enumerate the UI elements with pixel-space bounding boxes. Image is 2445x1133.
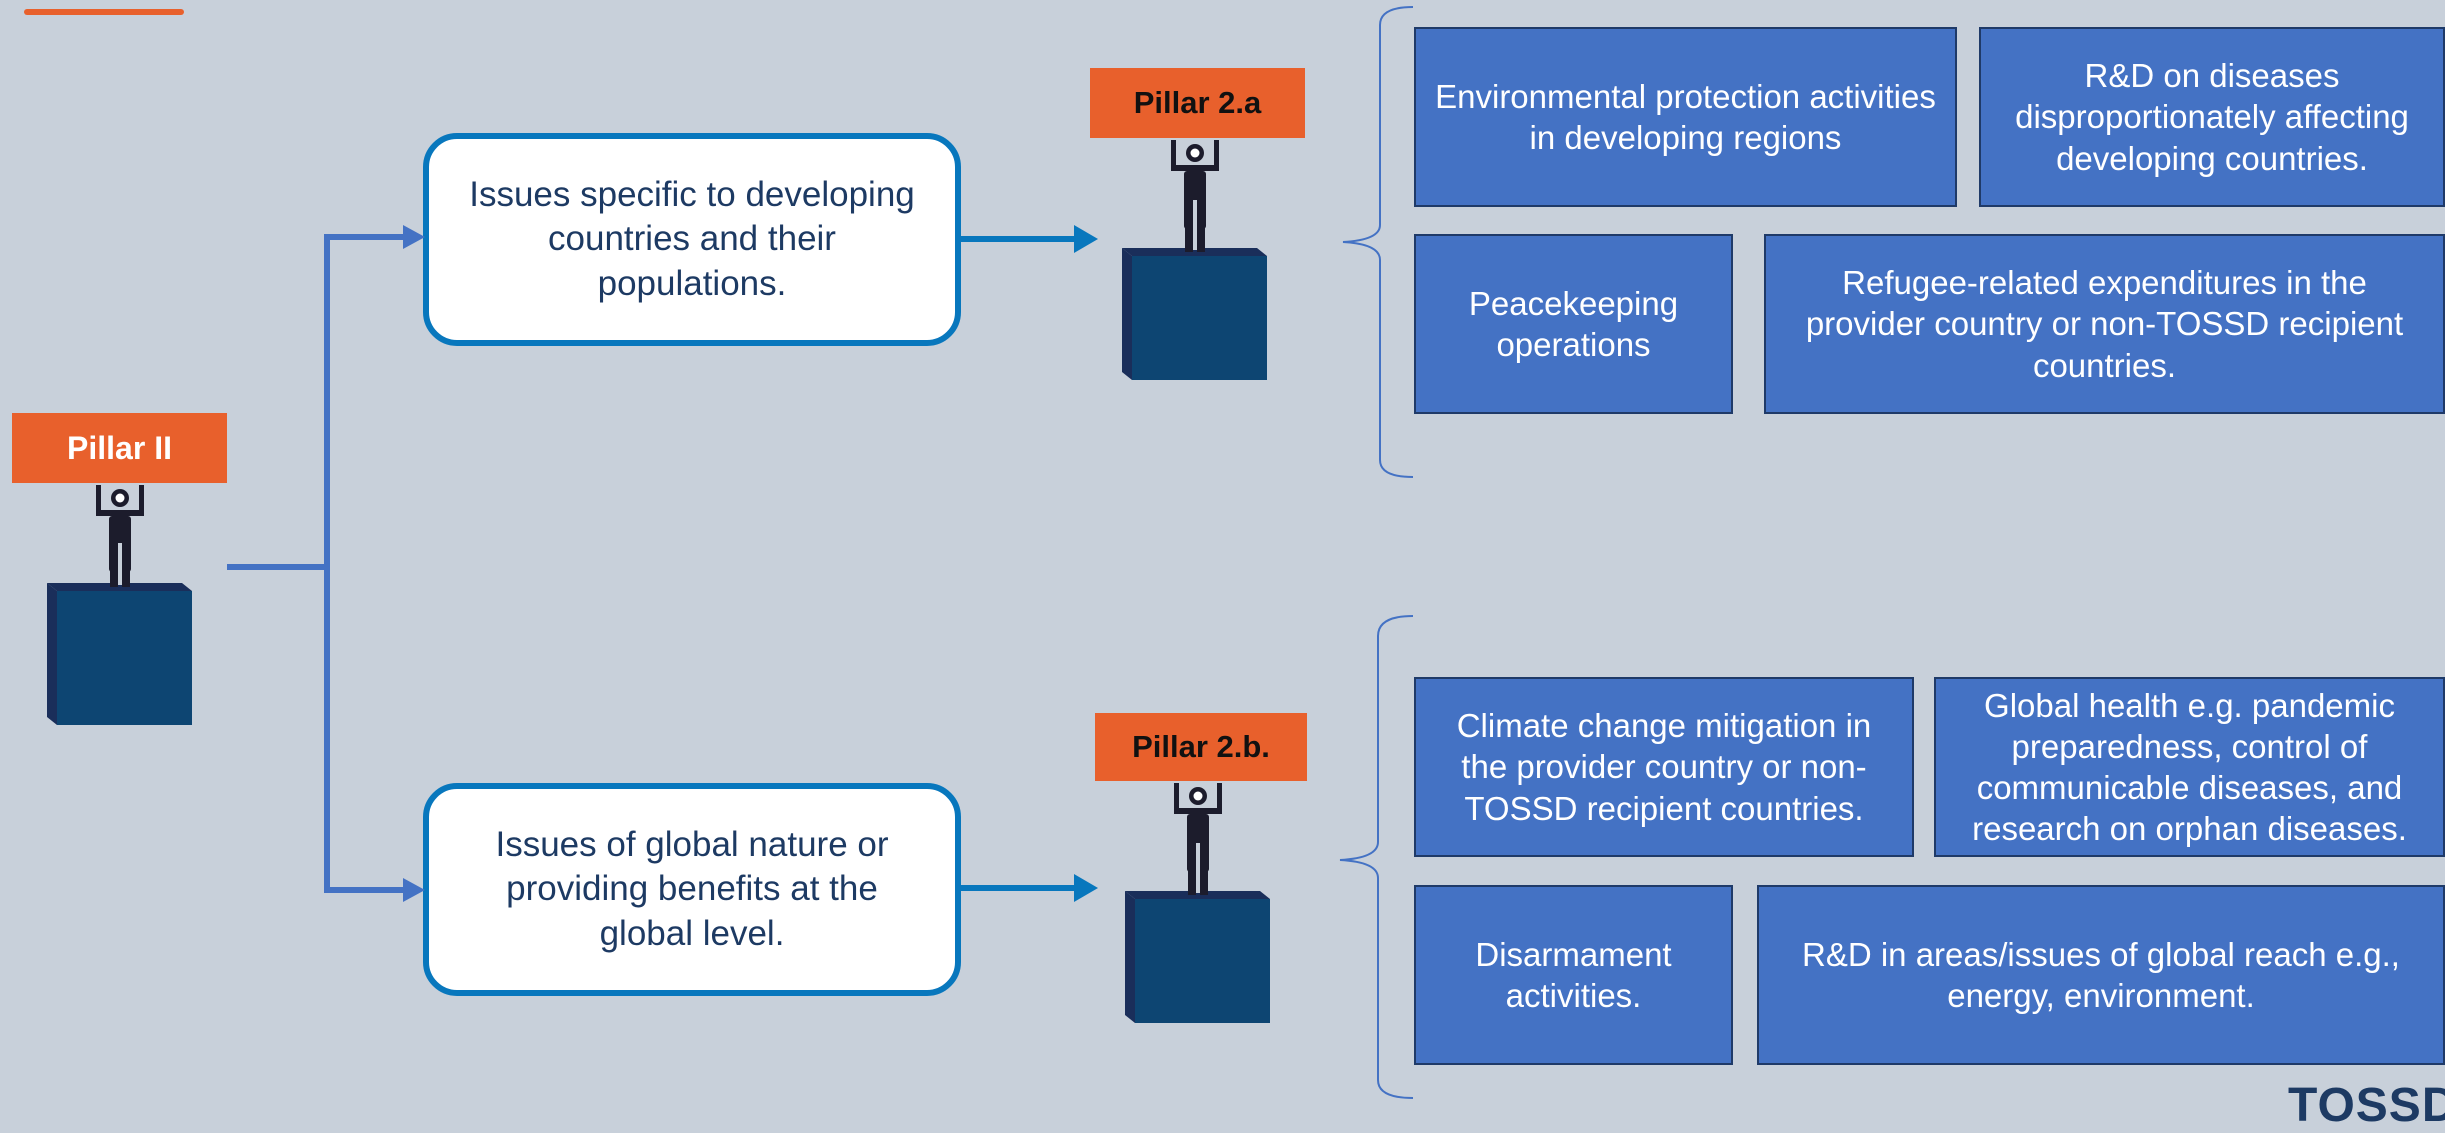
category-box: R&D in areas/issues of global reach e.g.… (1757, 885, 2445, 1065)
category-box: Peacekeeping operations (1414, 234, 1733, 414)
category-box: R&D on diseases disproportionately affec… (1979, 27, 2445, 207)
arrow-head-icon (1074, 874, 1098, 902)
brace-2a (1342, 6, 1414, 478)
arrow-head-icon (403, 225, 425, 249)
category-box: Refugee-related expenditures in the prov… (1764, 234, 2445, 414)
pillar-ii-figure-icon (47, 485, 192, 725)
issue-box-2b: Issues of global nature or providing ben… (423, 783, 961, 996)
category-box: Disarmament activities. (1414, 885, 1733, 1065)
pillar-2a-figure-icon (1122, 140, 1267, 380)
issue-box-2a: Issues specific to developing countries … (423, 133, 961, 346)
pillar-2b-label: Pillar 2.b. (1095, 713, 1307, 781)
pillar-2a-label: Pillar 2.a (1090, 68, 1305, 138)
arrow-head-icon (1074, 225, 1098, 253)
tossd-logo: TOSSD (2288, 1079, 2445, 1132)
arrow-head-icon (403, 878, 425, 902)
category-box: Climate change mitigation in the provide… (1414, 677, 1914, 857)
category-box: Global health e.g. pandemic preparedness… (1934, 677, 2445, 857)
category-box: Environmental protection activities in d… (1414, 27, 1957, 207)
tree-connector (227, 234, 405, 893)
brace-2b (1339, 615, 1414, 1099)
pillar-ii-label: Pillar II (12, 413, 227, 483)
accent-line (24, 9, 184, 15)
pillar-2b-figure-icon (1125, 783, 1270, 1023)
